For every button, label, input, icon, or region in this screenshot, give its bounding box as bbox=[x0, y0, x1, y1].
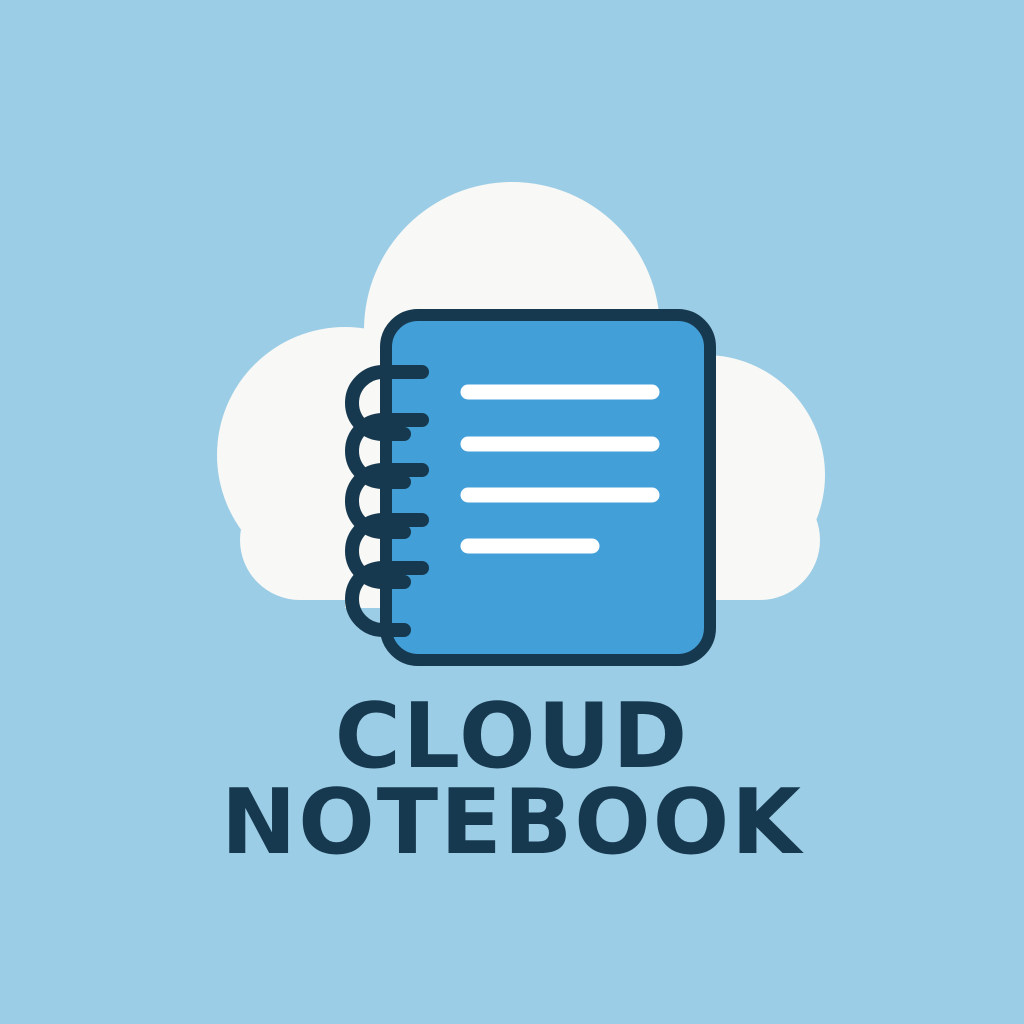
spiral-ring bbox=[345, 365, 429, 441]
logo-title-line2: NOTEBOOK bbox=[220, 770, 804, 875]
spiral-ring bbox=[345, 513, 429, 589]
page-lines bbox=[460, 384, 660, 554]
spiral-ring bbox=[345, 561, 429, 637]
notebook-icon bbox=[345, 309, 716, 666]
logo-title-line1: CLOUD bbox=[334, 684, 690, 789]
spiral-binding bbox=[345, 365, 429, 637]
spiral-ring bbox=[345, 413, 429, 489]
spiral-ring bbox=[345, 463, 429, 539]
